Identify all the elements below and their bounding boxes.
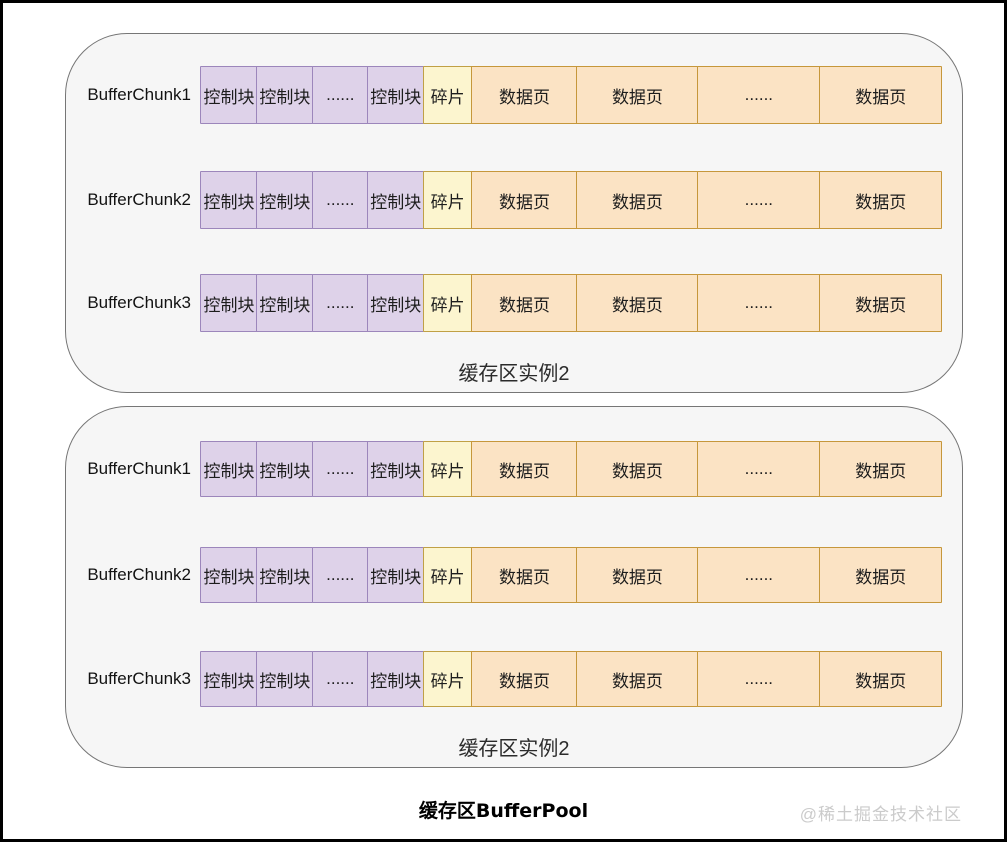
data-page-cell: 数据页: [471, 171, 579, 229]
data-page-cell: 数据页: [819, 651, 943, 707]
control-block-cell: 控制块: [200, 66, 258, 124]
buffer-chunk-label: BufferChunk2: [87, 190, 191, 209]
instance-caption: 缓存区实例2: [458, 363, 570, 385]
data-page-cell: 数据页: [819, 66, 943, 124]
chunk-cells: 控制块控制块......控制块碎片数据页数据页......数据页: [200, 547, 943, 603]
control-block-cell: 控制块: [367, 66, 425, 124]
data-page-cell: 数据页: [576, 651, 699, 707]
data-page-cell: 数据页: [576, 441, 699, 497]
data-page-cell: 数据页: [819, 547, 943, 603]
control-ellipsis-cell: ......: [311, 547, 369, 603]
control-block-cell: 控制块: [367, 441, 425, 497]
data-page-ellipsis-cell: ......: [696, 171, 821, 229]
data-page-cell: 数据页: [819, 441, 943, 497]
data-page-cell: 数据页: [819, 274, 943, 332]
control-ellipsis-cell: ......: [311, 651, 369, 707]
control-ellipsis-cell: ......: [311, 171, 369, 229]
fragment-cell: 碎片: [422, 547, 473, 603]
control-ellipsis-cell: ......: [311, 66, 369, 124]
watermark: @稀土掘金技术社区: [799, 805, 962, 824]
data-page-cell: 数据页: [576, 547, 699, 603]
chunk-cells: 控制块控制块......控制块碎片数据页数据页......数据页: [200, 171, 943, 229]
control-ellipsis-cell: ......: [311, 274, 369, 332]
data-page-cell: 数据页: [471, 66, 579, 124]
buffer-chunk-label: BufferChunk3: [87, 293, 191, 312]
control-ellipsis-cell: ......: [311, 441, 369, 497]
fragment-cell: 碎片: [422, 171, 473, 229]
data-page-cell: 数据页: [576, 66, 699, 124]
control-block-cell: 控制块: [256, 547, 314, 603]
control-block-cell: 控制块: [200, 274, 258, 332]
control-block-cell: 控制块: [200, 547, 258, 603]
data-page-ellipsis-cell: ......: [696, 547, 821, 603]
chunk-cells: 控制块控制块......控制块碎片数据页数据页......数据页: [200, 66, 943, 124]
buffer-chunk-label: BufferChunk2: [87, 565, 191, 584]
data-page-ellipsis-cell: ......: [696, 441, 821, 497]
control-block-cell: 控制块: [367, 651, 425, 707]
buffer-chunk-label: BufferChunk1: [87, 85, 191, 104]
data-page-ellipsis-cell: ......: [696, 651, 821, 707]
control-block-cell: 控制块: [367, 547, 425, 603]
data-page-ellipsis-cell: ......: [696, 66, 821, 124]
control-block-cell: 控制块: [256, 651, 314, 707]
fragment-cell: 碎片: [422, 274, 473, 332]
control-block-cell: 控制块: [200, 171, 258, 229]
control-block-cell: 控制块: [367, 171, 425, 229]
fragment-cell: 碎片: [422, 66, 473, 124]
data-page-cell: 数据页: [819, 171, 943, 229]
chunk-cells: 控制块控制块......控制块碎片数据页数据页......数据页: [200, 274, 943, 332]
chunk-cells: 控制块控制块......控制块碎片数据页数据页......数据页: [200, 441, 943, 497]
fragment-cell: 碎片: [422, 651, 473, 707]
control-block-cell: 控制块: [367, 274, 425, 332]
diagram-title: 缓存区BufferPool: [418, 800, 589, 822]
data-page-cell: 数据页: [471, 547, 579, 603]
data-page-cell: 数据页: [471, 441, 579, 497]
control-block-cell: 控制块: [256, 171, 314, 229]
control-block-cell: 控制块: [256, 441, 314, 497]
data-page-cell: 数据页: [576, 274, 699, 332]
data-page-ellipsis-cell: ......: [696, 274, 821, 332]
data-page-cell: 数据页: [471, 651, 579, 707]
control-block-cell: 控制块: [200, 441, 258, 497]
data-page-cell: 数据页: [576, 171, 699, 229]
instance-caption: 缓存区实例2: [458, 738, 570, 760]
control-block-cell: 控制块: [256, 274, 314, 332]
buffer-chunk-label: BufferChunk3: [87, 669, 191, 688]
control-block-cell: 控制块: [256, 66, 314, 124]
chunk-cells: 控制块控制块......控制块碎片数据页数据页......数据页: [200, 651, 943, 707]
buffer-chunk-label: BufferChunk1: [87, 459, 191, 478]
data-page-cell: 数据页: [471, 274, 579, 332]
control-block-cell: 控制块: [200, 651, 258, 707]
fragment-cell: 碎片: [422, 441, 473, 497]
